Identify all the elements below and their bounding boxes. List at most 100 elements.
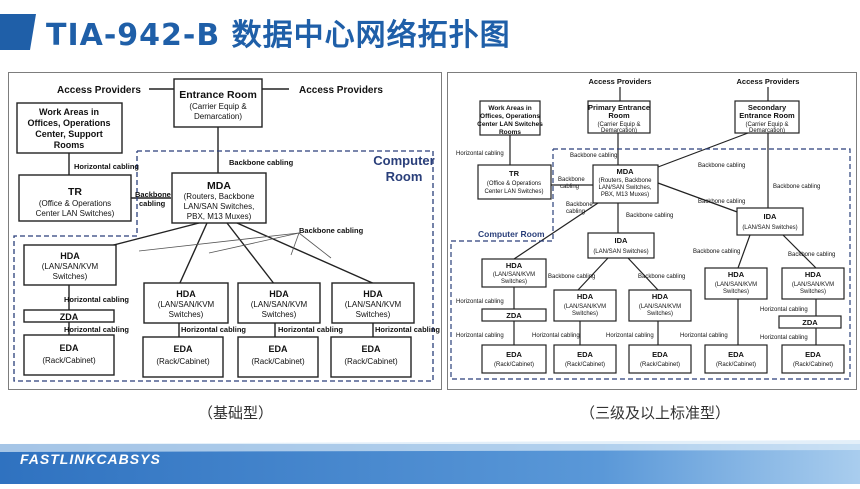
tiered-work-areas-l1: Work Areas in	[488, 105, 531, 112]
basic-mda-title: MDA	[207, 180, 231, 192]
computer-room-boundary	[13, 150, 434, 382]
basic-backbone-cabling-label: Backbone cabling	[229, 158, 294, 167]
basic-entrance-l3: Demarcation)	[194, 112, 242, 121]
tiered-secondary-l2: Entrance Room	[739, 111, 795, 120]
tiered-computer-room-boundary	[450, 148, 851, 380]
basic-topology-diagram: Access Providers Access Providers Entran…	[13, 78, 440, 382]
tiered-hda4-l3: Switches)	[723, 289, 749, 295]
footer-decoration	[0, 440, 860, 484]
tiered-horizontal-cabling-1: Horizontal cabling	[456, 299, 504, 305]
tiered-eda5-l2: (Rack/Cabinet)	[793, 362, 833, 368]
tiered-backbone-cabling-7: Backbone cabling	[638, 274, 685, 280]
basic-horizontal-cabling-3: Horizontal cabling	[181, 325, 246, 334]
tiered-ida-right-title: IDA	[764, 212, 778, 221]
basic-computer-room-l1: Computer	[373, 153, 434, 168]
basic-eda4-title: EDA	[361, 344, 381, 354]
tiered-primary-l4: Demarcation)	[601, 128, 637, 134]
basic-topology-panel: Access Providers Access Providers Entran…	[8, 72, 442, 390]
basic-hda1-l3: Switches)	[53, 272, 88, 281]
tiered-work-areas-l3: Center LAN Switches	[477, 121, 543, 128]
tiered-tr-l3: Center LAN Switches)	[484, 189, 543, 195]
tiered-computer-room-label: Computer Room	[478, 229, 545, 239]
tiered-horizontal-cabling-7: Horizontal cabling	[760, 335, 808, 341]
tiered-backbone-cabling-6: Backbone cabling	[548, 274, 595, 280]
basic-work-areas-l1: Work Areas in	[39, 107, 99, 117]
tiered-hda4-l2: (LAN/SAN/KVM	[715, 282, 757, 288]
basic-eda2-l2: (Rack/Cabinet)	[156, 357, 210, 366]
tiered-access-left: Access Providers	[589, 77, 652, 86]
tiered-hda2-title: HDA	[577, 292, 594, 301]
tiered-backbone-side-l4: cabling	[566, 209, 585, 215]
tiered-caption: （三级及以上标准型）	[580, 404, 731, 422]
tiered-ida-left-l2: (LAN/SAN Switches)	[593, 249, 648, 255]
tiered-hda1-l3: Switches)	[501, 279, 527, 285]
basic-backbone-cabling-arrows: Backbone cabling	[299, 226, 364, 235]
basic-hda2-l2: (LAN/SAN/KVM	[158, 300, 215, 309]
tiered-horizontal-cabling-2: Horizontal cabling	[456, 333, 504, 339]
basic-eda3-title: EDA	[268, 344, 288, 354]
basic-eda2-title: EDA	[173, 344, 193, 354]
tiered-backbone-cabling-4: Backbone cabling	[698, 199, 745, 205]
basic-hda3-l2: (LAN/SAN/KVM	[251, 300, 308, 309]
tiered-hda2-l3: Switches)	[572, 311, 598, 317]
basic-hda4-title: HDA	[363, 289, 383, 299]
tiered-mda-l2: (Routers, Backbone	[598, 178, 652, 184]
basic-eda1-l2: (Rack/Cabinet)	[42, 356, 96, 365]
basic-mda-l3: LAN/SAN Switches,	[184, 202, 255, 211]
basic-horizontal-cabling-4: Horizontal cabling	[278, 325, 343, 334]
header-bar	[0, 0, 860, 66]
tiered-eda1-title: EDA	[506, 350, 522, 359]
tiered-hda2-l2: (LAN/SAN/KVM	[564, 304, 606, 310]
tiered-horizontal-cabling-6: Horizontal cabling	[760, 307, 808, 313]
tiered-hda1-title: HDA	[506, 261, 523, 270]
basic-hda1-l2: (LAN/SAN/KVM	[42, 262, 99, 271]
basic-work-areas-l4: Rooms	[54, 140, 85, 150]
tiered-secondary-l3: (Carrier Equip &	[745, 122, 788, 128]
tiered-hda4-title: HDA	[728, 270, 745, 279]
basic-entrance-title: Entrance Room	[179, 89, 257, 101]
tiered-work-areas-l2: Offices, Operations	[480, 113, 540, 120]
tiered-tr-title: TR	[509, 169, 520, 178]
tiered-work-areas-l4: Rooms	[499, 129, 521, 136]
basic-horizontal-cabling-1: Horizontal cabling	[64, 295, 129, 304]
tiered-eda1-l2: (Rack/Cabinet)	[494, 362, 534, 368]
tiered-zda-left: ZDA	[506, 311, 522, 320]
tiered-backbone-cabling-9: Backbone cabling	[788, 252, 835, 258]
basic-access-right: Access Providers	[299, 85, 383, 96]
tiered-mda-l3: LAN/SAN Switches,	[598, 185, 651, 191]
tiered-ida-right-l2: (LAN/SAN Switches)	[742, 225, 797, 231]
tiered-backbone-cabling-2: Backbone cabling	[698, 163, 745, 169]
tiered-hda5-title: HDA	[805, 270, 822, 279]
tiered-horizontal-cabling-tr: Horizontal cabling	[456, 151, 504, 157]
basic-hda1-title: HDA	[60, 251, 80, 261]
tiered-zda-right: ZDA	[802, 318, 818, 327]
basic-work-areas-l3: Center, Support	[35, 129, 103, 139]
basic-backbone-side-l2: cabling	[139, 199, 166, 208]
tiered-eda4-title: EDA	[728, 350, 744, 359]
tiered-eda2-l2: (Rack/Cabinet)	[565, 362, 605, 368]
tiered-topology-diagram: Access Providers Access Providers Work A…	[450, 77, 851, 380]
tiered-hda5-l3: Switches)	[800, 289, 826, 295]
basic-hda4-l3: Switches)	[356, 310, 391, 319]
basic-computer-room-l2: Room	[386, 169, 423, 184]
basic-tr-title: TR	[68, 186, 82, 198]
tiered-hda1-l2: (LAN/SAN/KVM	[493, 272, 535, 278]
basic-hda2-title: HDA	[176, 289, 196, 299]
basic-zda-label: ZDA	[60, 312, 79, 322]
tiered-horizontal-cabling-5: Horizontal cabling	[680, 333, 728, 339]
basic-caption: （基础型）	[198, 404, 274, 422]
tiered-eda2-title: EDA	[577, 350, 593, 359]
basic-mda-l4: PBX, M13 Muxes)	[187, 212, 252, 221]
basic-hda3-l3: Switches)	[262, 310, 297, 319]
basic-work-areas-l2: Offices, Operations	[27, 118, 110, 128]
tiered-hda3-l2: (LAN/SAN/KVM	[639, 304, 681, 310]
tiered-primary-l2: Room	[608, 111, 630, 120]
basic-eda1-title: EDA	[59, 343, 79, 353]
brand-name: FASTLINKCABSYS	[20, 451, 161, 467]
page-title: TIA-942-B 数据中心网络拓扑图	[46, 18, 511, 53]
tiered-hda5-l2: (LAN/SAN/KVM	[792, 282, 834, 288]
tiered-hda3-l3: Switches)	[647, 311, 673, 317]
basic-hda3-title: HDA	[269, 289, 289, 299]
basic-eda3-l2: (Rack/Cabinet)	[251, 357, 305, 366]
tiered-backbone-cabling-3: Backbone cabling	[773, 184, 820, 190]
